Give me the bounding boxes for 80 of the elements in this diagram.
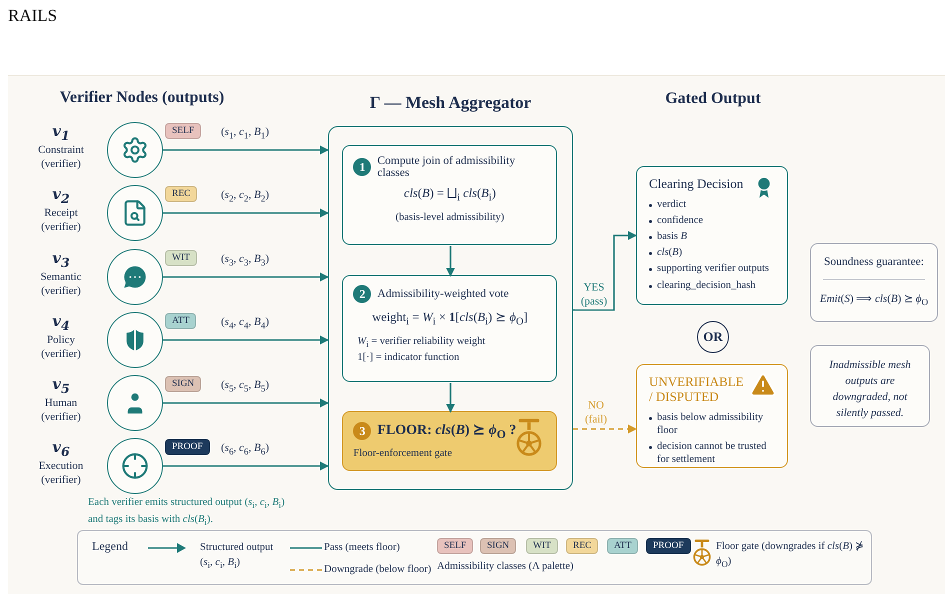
class-tag: ATT — [607, 538, 638, 554]
class-tag: REC — [566, 538, 598, 554]
step-number: 1 — [353, 158, 372, 176]
step-note: 1[·] = indicator function — [356, 350, 460, 365]
step-note: W$_{i}$ = verifier reliability weight — [356, 335, 486, 351]
footnote: Each verifier emits structured output (s$_{i}$, c$_{i}$, B$_{i}$) and tags its basis with cls(B$_{i}$). — [88, 496, 286, 529]
bullet-item: decision cannot be trusted for settlement — [657, 440, 768, 466]
verifier-name: Constraint (verifier) — [37, 142, 85, 172]
legend-text: Admissibility classes (Λ palette) — [437, 560, 574, 574]
bullet-item: supporting verifier outputs — [657, 262, 769, 276]
legend-title: Legend — [92, 538, 128, 555]
arrow — [163, 398, 329, 408]
verifier-symbol: v$_{4}$ — [52, 313, 70, 333]
arrow — [163, 208, 329, 218]
step-note: (basis-level admissibility) — [394, 211, 506, 226]
guarantee-box — [810, 243, 938, 322]
class-tag: WIT — [165, 250, 197, 266]
edge-label: (s$_{3}$, c$_{3}$, B$_{3}$) — [219, 253, 271, 269]
panel-heading: Γ — Mesh Aggregator — [370, 93, 532, 113]
verifier-symbol: v$_{6}$ — [52, 439, 70, 459]
downgrade-card — [636, 364, 788, 468]
verifier-name: Human (verifier) — [40, 396, 82, 424]
arrow — [163, 146, 329, 154]
card-title: UNVERIFIABLE / DISPUTED — [649, 375, 745, 405]
bullet-item: verdict — [657, 198, 686, 212]
edge-label: (s$_{5}$, c$_{5}$, B$_{5}$) — [219, 379, 271, 395]
legend-text: Structured output (s$_{i}$, c$_{i}$, B$_{i}$) — [200, 541, 274, 572]
step-box — [342, 275, 558, 382]
decision-card — [636, 166, 788, 305]
legend-text: Floor gate (downgrades if cls(B) ⋡ ϕ$_{O}$) — [716, 540, 866, 570]
edge-label: (s$_{6}$, c$_{6}$, B$_{6}$) — [219, 442, 271, 458]
arrow — [446, 383, 455, 413]
step-note: Floor-enforcement gate — [353, 447, 454, 461]
legend-text: Pass (meets floor) — [324, 541, 401, 555]
arrow — [573, 424, 637, 434]
step-title: FLOOR: cls(B) ⪰ ϕ$_{O}$ ? — [377, 422, 516, 442]
arrow — [573, 231, 637, 311]
class-tag: ATT — [165, 313, 196, 329]
step-number: 3 — [353, 422, 372, 440]
class-tag: SELF — [165, 123, 202, 139]
column-heading: Gated Output — [665, 90, 761, 108]
formula: weight$_{i}$ = W$_{i}$ × 1[cls(B$_{i}$) ⪰ ϕ$_{O}$] — [371, 309, 529, 330]
arrow — [163, 272, 329, 282]
bullet-item: clearing_decision_hash — [657, 278, 756, 292]
verifier-symbol: v$_{5}$ — [52, 376, 70, 396]
class-tag: SIGN — [165, 376, 202, 392]
column-heading: Verifier Nodes (outputs) — [60, 89, 224, 107]
class-tag: WIT — [526, 538, 558, 554]
verifier-symbol: v$_{1}$ — [52, 123, 70, 143]
note-box — [810, 345, 930, 427]
guarantee-title: Soundness guarantee: — [823, 255, 925, 270]
note-text: Inadmissible mesh outputs are downgraded, not silently passed. — [828, 358, 912, 421]
arrow — [163, 462, 329, 470]
step-number: 2 — [353, 285, 372, 304]
step-title: Admissibility-weighted vote — [377, 288, 509, 300]
bullet-item: basis B — [657, 230, 688, 244]
page-title: RAILS — [8, 6, 58, 26]
class-tag: SELF — [437, 538, 474, 554]
verifier-name: Policy (verifier) — [40, 332, 82, 362]
floor-gate-box — [342, 411, 558, 472]
bullet-item: confidence — [657, 214, 704, 228]
arrow — [163, 336, 329, 344]
formula: cls(B) = ⨆$_{i}$ cls(B$_{i}$) — [402, 185, 497, 206]
arrow — [446, 246, 455, 277]
legend-text: Downgrade (below floor) — [324, 563, 432, 577]
class-tag: REC — [165, 186, 198, 202]
bullet-item: cls(B) — [657, 246, 682, 260]
verifier-symbol: v$_{3}$ — [52, 250, 70, 270]
verifier-symbol: v$_{2}$ — [52, 186, 70, 206]
formula: Emit(S) ⟹ cls(B) ⪰ ϕ$_{O}$ — [819, 292, 929, 309]
card-title: Clearing Decision — [649, 177, 744, 192]
verifier-name: Receipt (verifier) — [40, 206, 82, 234]
step-box — [342, 145, 558, 246]
verifier-name: Semantic (verifier) — [40, 270, 82, 298]
or-circle: OR — [697, 321, 729, 353]
step-title: Compute join of admissibility classes — [377, 155, 516, 180]
class-tag: PROOF — [165, 439, 210, 455]
class-tag: PROOF — [646, 538, 691, 554]
verifier-name: Execution (verifier) — [38, 458, 84, 488]
class-tag: SIGN — [480, 538, 516, 554]
